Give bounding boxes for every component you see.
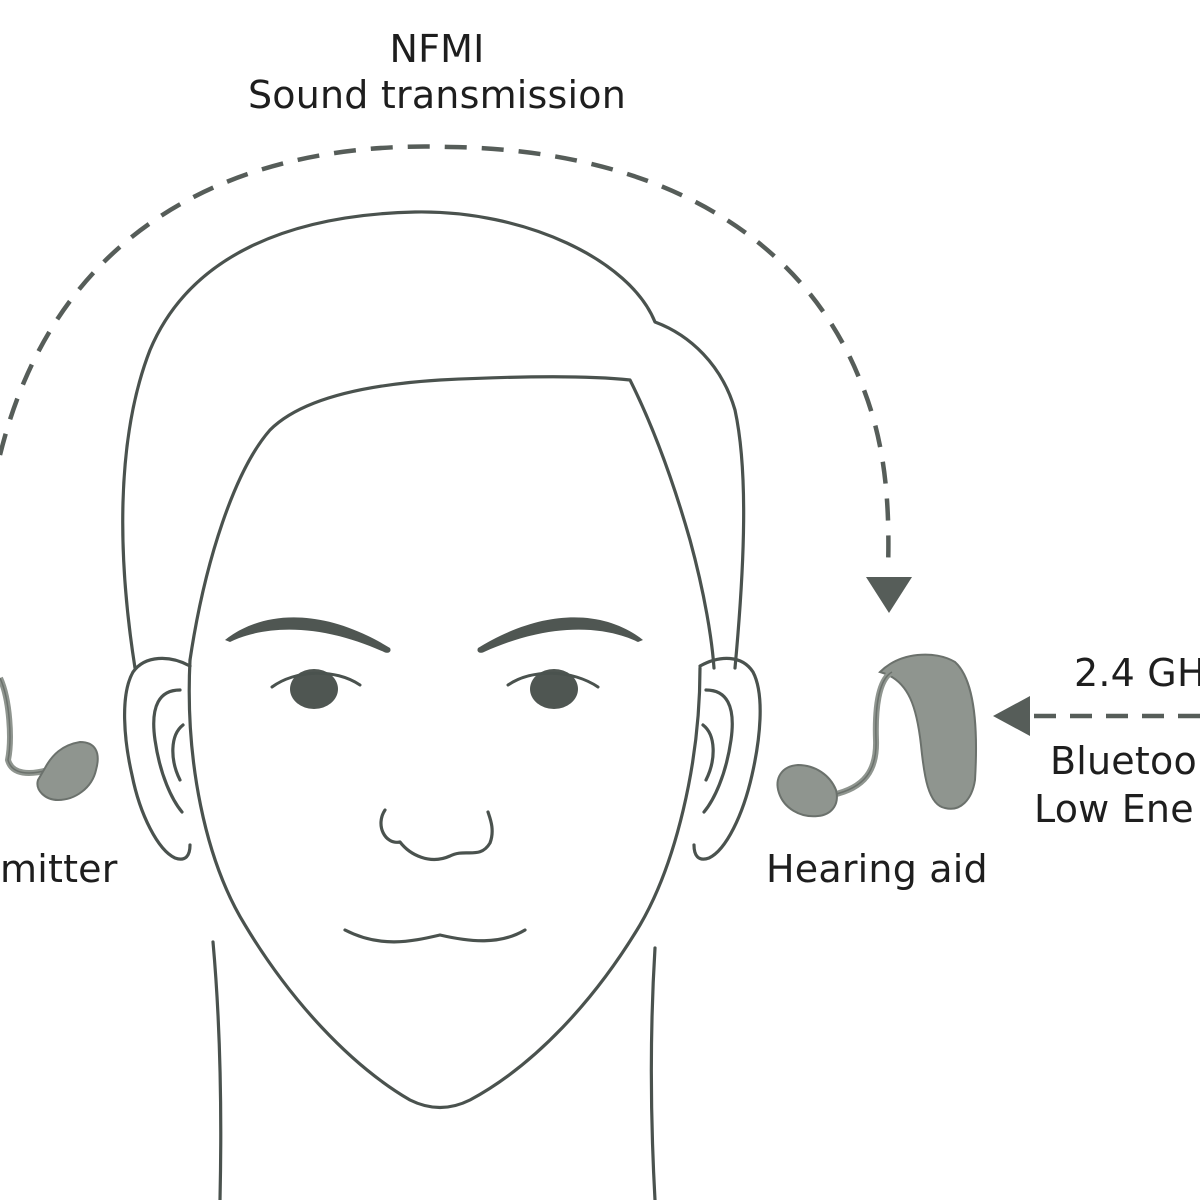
nfmi-arc-arrow bbox=[0, 144, 912, 613]
right-aid-body bbox=[878, 653, 977, 810]
right-aid-tube bbox=[831, 669, 894, 798]
right-eye-lid bbox=[506, 671, 600, 689]
left-ear-inner-2 bbox=[171, 723, 185, 782]
nose bbox=[379, 808, 494, 862]
low-energy-label: Low Ene bbox=[1034, 787, 1194, 831]
head-outline bbox=[121, 210, 746, 670]
right-ear bbox=[692, 656, 762, 861]
neck-right bbox=[649, 946, 657, 1200]
left-aid-tube bbox=[0, 676, 49, 776]
nfmi-label: NFMI bbox=[389, 27, 485, 71]
face-jaw bbox=[187, 658, 702, 1110]
right-eyebrow bbox=[477, 617, 643, 653]
right-hearing-aid-icon bbox=[776, 653, 977, 818]
right-aid-tube-outline bbox=[831, 671, 893, 796]
bluetooth-arrowhead bbox=[993, 696, 1030, 736]
left-eyebrow bbox=[225, 617, 391, 653]
face-outline bbox=[121, 210, 762, 1200]
left-eye bbox=[290, 669, 338, 709]
ghz-label: 2.4 GH bbox=[1074, 651, 1200, 695]
right-ear-inner-2 bbox=[701, 723, 715, 782]
nfmi-arc-line bbox=[0, 144, 891, 571]
right-ear-inner bbox=[702, 688, 734, 814]
face-features bbox=[225, 617, 643, 709]
bluetooth-arrow bbox=[993, 696, 1200, 736]
nfmi-arrowhead bbox=[866, 577, 912, 613]
neck-left bbox=[211, 940, 223, 1200]
left-hearing-aid-icon bbox=[0, 676, 99, 802]
left-ear-inner bbox=[152, 688, 184, 814]
sound-transmission-label: Sound transmission bbox=[247, 73, 627, 117]
left-aid-dome bbox=[36, 740, 99, 802]
bluetooth-label: Bluetoo bbox=[1050, 739, 1197, 783]
hairline bbox=[188, 375, 716, 670]
right-aid-dome bbox=[776, 763, 838, 818]
left-aid-tube-outline bbox=[0, 677, 49, 774]
right-eye bbox=[530, 669, 578, 709]
left-eye-lid bbox=[270, 671, 362, 689]
hearing-aid-label: Hearing aid bbox=[766, 847, 988, 891]
transmitter-label: mitter bbox=[0, 847, 118, 891]
left-ear bbox=[122, 656, 192, 861]
mouth bbox=[343, 928, 527, 944]
